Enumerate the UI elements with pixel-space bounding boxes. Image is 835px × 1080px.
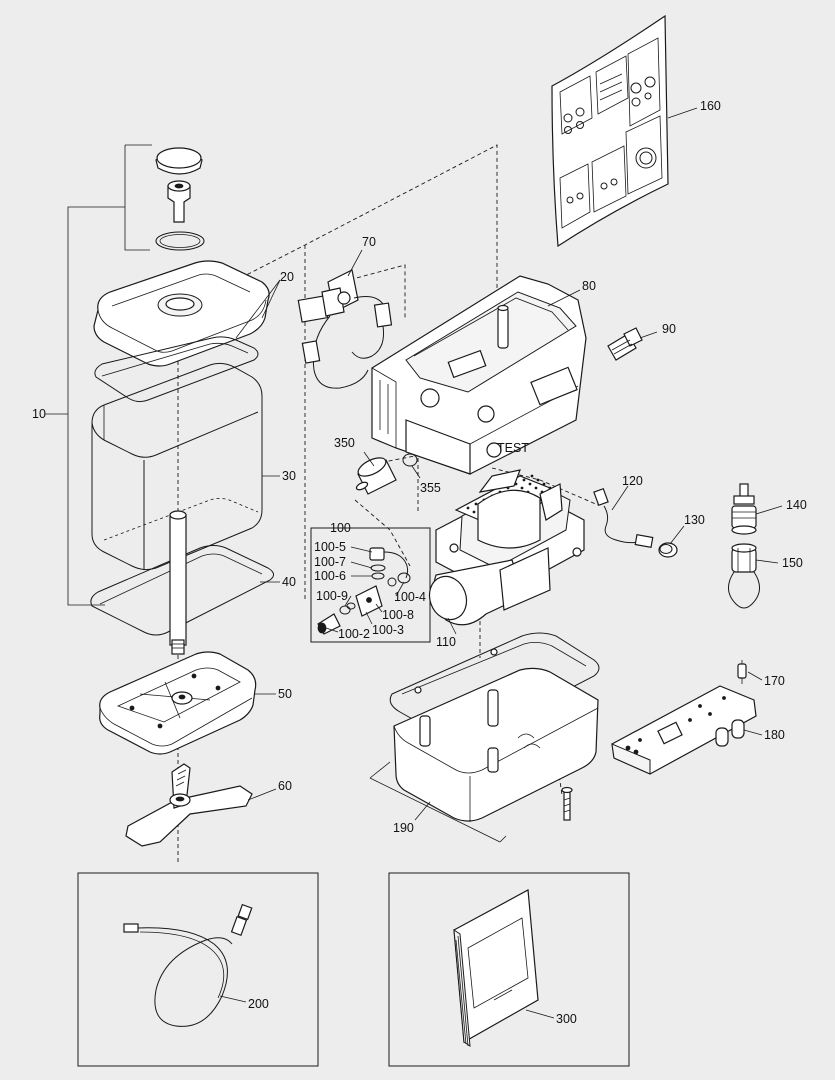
leader-lines	[219, 107, 783, 1019]
grille-hole	[528, 482, 532, 486]
motor-gear-unit	[428, 469, 585, 626]
label-130: 130	[684, 513, 705, 527]
lid-seal-ring	[94, 336, 259, 403]
base-housing	[393, 667, 599, 822]
grille-hole	[542, 482, 546, 486]
part-labels: 10 20 30 40 50 60 70 80 90 100 100-5 100…	[32, 99, 807, 1026]
grille-hole	[522, 478, 526, 482]
label-300: 300	[556, 1012, 577, 1026]
grille-hole	[474, 502, 478, 506]
label-50: 50	[278, 687, 292, 701]
pump-housing: TEST	[371, 275, 587, 475]
follower-tube	[169, 510, 187, 655]
grille-hole	[534, 486, 538, 490]
circuit-board-180	[611, 685, 757, 775]
outlet-fitting	[607, 327, 643, 361]
cap-130	[658, 542, 678, 558]
housing-test-label: TEST	[497, 441, 529, 455]
label-180: 180	[764, 728, 785, 742]
reservoir-lid	[93, 260, 270, 367]
grille-hole	[530, 474, 534, 478]
label-40: 40	[282, 575, 296, 589]
connector-socket	[297, 269, 393, 389]
label-100-2: 100-2	[338, 627, 370, 641]
o-ring-355	[402, 453, 418, 467]
label-160: 160	[700, 99, 721, 113]
label-350: 350	[334, 436, 355, 450]
label-100-4: 100-4	[394, 590, 426, 604]
label-200: 200	[248, 997, 269, 1011]
label-355: 355	[420, 481, 441, 495]
screw-190	[561, 786, 573, 821]
reservoir-seal-ring	[90, 545, 274, 636]
plug-350	[355, 457, 397, 495]
label-100-9: 100-9	[316, 589, 348, 603]
label-60: 60	[278, 779, 292, 793]
cap-o-ring	[155, 231, 205, 251]
adapter-150	[728, 543, 760, 609]
seal-kit-bag	[551, 14, 669, 248]
grille-hole	[520, 486, 524, 490]
bracket-10	[45, 144, 152, 606]
label-100-8: 100-8	[382, 608, 414, 622]
label-140: 140	[786, 498, 807, 512]
accessory-box-200	[77, 872, 319, 1067]
label-80: 80	[582, 279, 596, 293]
cap-knob	[155, 147, 203, 175]
label-120: 120	[622, 474, 643, 488]
reservoir-body	[91, 362, 263, 571]
label-100: 100	[330, 521, 351, 535]
label-170: 170	[764, 674, 785, 688]
label-20: 20	[280, 270, 294, 284]
sensor-cable-120	[593, 487, 654, 549]
accessory-box-300	[388, 872, 630, 1067]
label-70: 70	[362, 235, 376, 249]
label-110: 110	[436, 635, 456, 649]
reservoir-base	[99, 651, 257, 755]
label-150: 150	[782, 556, 803, 570]
label-190: 190	[393, 821, 414, 835]
label-100-3: 100-3	[372, 623, 404, 637]
pump-element-box	[310, 527, 431, 643]
label-100-7: 100-7	[314, 555, 346, 569]
bracket-190	[369, 761, 507, 843]
label-100-6: 100-6	[314, 569, 346, 583]
grille-hole	[466, 506, 470, 510]
grille-hole	[536, 478, 540, 482]
grille-hole	[472, 510, 476, 514]
label-30: 30	[282, 469, 296, 483]
sensor-140	[731, 483, 757, 535]
label-100-5: 100-5	[314, 540, 346, 554]
label-90: 90	[662, 322, 676, 336]
cap-fitting	[167, 180, 191, 223]
label-10: 10	[32, 407, 46, 421]
fuse-170	[737, 660, 747, 684]
follower-plate	[125, 763, 253, 847]
